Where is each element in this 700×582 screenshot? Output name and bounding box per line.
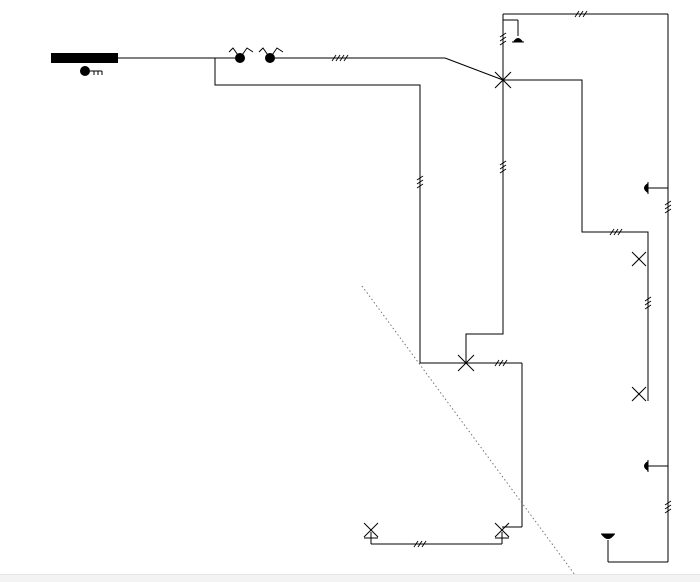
- bottom-strip: [0, 574, 700, 582]
- switch-double-icon: [228, 47, 284, 63]
- wire-riser: [370, 13, 669, 563]
- socket-icon: [644, 460, 649, 472]
- wire-main-feed: [118, 57, 504, 364]
- socket-icon: [512, 38, 524, 43]
- ground-icon: [80, 66, 103, 76]
- socket-icon: [601, 533, 615, 539]
- wall-light-icon: [631, 386, 649, 402]
- distribution-panel-icon: [51, 53, 118, 63]
- section-guide-line: [361, 285, 576, 576]
- wall-light-icon: [494, 522, 510, 539]
- junction-middle: [457, 354, 475, 372]
- conductor-ticks: [331, 10, 672, 548]
- wall-light-icon: [363, 522, 379, 539]
- socket-icon: [644, 182, 649, 194]
- wall-light-icon: [631, 251, 649, 267]
